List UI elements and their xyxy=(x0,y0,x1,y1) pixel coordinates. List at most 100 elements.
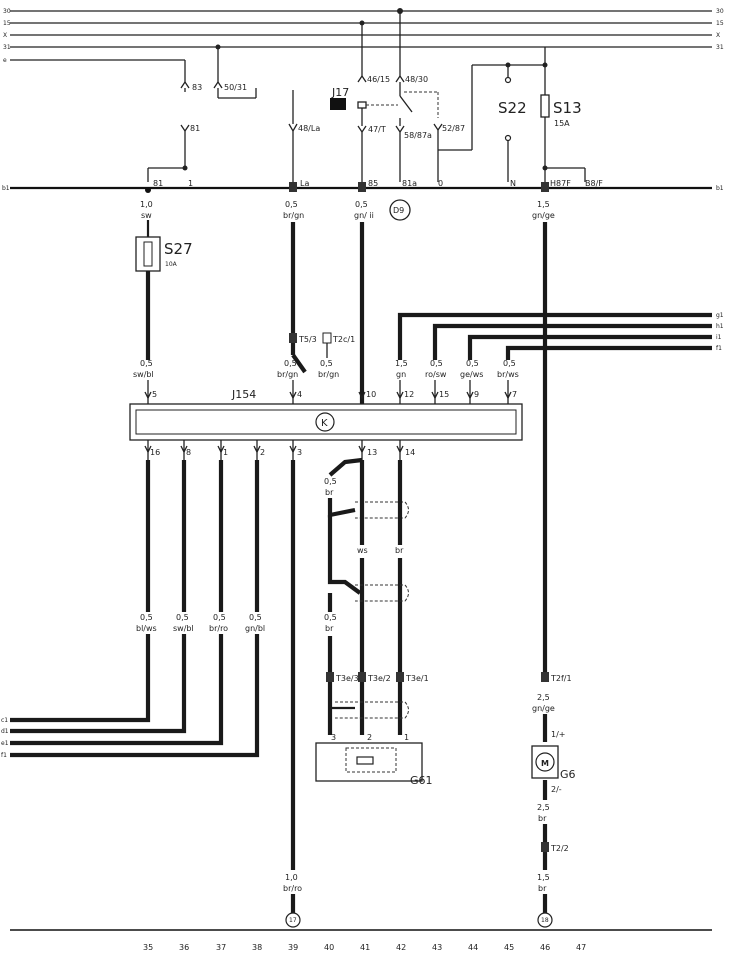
g61-label: G61 xyxy=(410,774,433,787)
wire-color-w7: br/gn xyxy=(318,370,339,379)
wire-color-w4: gn/ge xyxy=(532,211,555,220)
j154-pin-5: 5 xyxy=(152,390,157,399)
wire-color-w6: br/gn xyxy=(277,370,298,379)
bus-pin-81: 81 xyxy=(153,179,163,188)
ref-right-g1: g1 xyxy=(716,312,724,319)
terminal-48-30: 48/30 xyxy=(405,75,428,84)
ref-left-c1: c1 xyxy=(1,717,8,724)
bus-pin-h87f: H87F xyxy=(550,179,571,188)
bus-label-31-left: 31 xyxy=(3,44,11,51)
wire-color-w12: br xyxy=(325,488,334,497)
wire-size-w8: 1,5 xyxy=(395,359,408,368)
bottom-grid: 35 36 37 38 39 40 41 42 43 44 45 46 47 xyxy=(10,929,712,952)
bus-label-31-right: 31 xyxy=(716,44,724,51)
grid-number-40: 40 xyxy=(324,943,334,952)
wire-color-w17: sw/bl xyxy=(173,624,194,633)
terminal-83: 83 xyxy=(192,83,202,92)
wire-size-w21: 2,5 xyxy=(537,803,550,812)
terminal-81: 81 xyxy=(190,124,200,133)
wire-color-w23: br/ro xyxy=(283,884,302,893)
ref-right-i1: i1 xyxy=(716,334,722,341)
grid-number-46: 46 xyxy=(540,943,550,952)
bus-label-b1-left: b1 xyxy=(2,185,10,192)
bus-label-15-left: 15 xyxy=(3,20,11,27)
wire-color-w9: ro/sw xyxy=(425,370,447,379)
j154-pin-14: 14 xyxy=(405,448,415,457)
lower-wires: 0,5 bl/ws 0,5 sw/bl 0,5 br/ro 0,5 gn/bl … xyxy=(1,440,576,928)
j154-pin-9: 9 xyxy=(474,390,479,399)
terminal-58-87a: 58/87a xyxy=(404,131,432,140)
wire-size-w1: 1,0 xyxy=(140,200,153,209)
terminal-46-15: 46/15 xyxy=(367,75,390,84)
wire-color-w19: gn/bl xyxy=(245,624,265,633)
relay-area: 83 50/31 81 48/La J17 46/15 47/T 48/30 xyxy=(147,11,586,182)
connector-t3e-2: T3e/2 xyxy=(367,674,391,683)
g6-pin-plus: 1/+ xyxy=(551,730,566,739)
bus-label-30-right: 30 xyxy=(716,8,724,15)
grid-number-42: 42 xyxy=(396,943,406,952)
bus-label-x-right: X xyxy=(716,32,720,39)
s13-label: S13 xyxy=(553,99,582,117)
wire-color-w11: br/ws xyxy=(497,370,519,379)
g61-sensor-icon xyxy=(315,742,423,782)
terminal-48-la: 48/La xyxy=(298,124,320,133)
upper-wires: 1,0 sw S27 10A 0,5 sw/bl 0,5 br/gn T5/3 … xyxy=(133,200,724,672)
wire-color-w5: sw/bl xyxy=(133,370,154,379)
wire-size-w9: 0,5 xyxy=(430,359,443,368)
wire-size-w23: 1,0 xyxy=(285,873,298,882)
wire-size-w19: 0,5 xyxy=(249,613,262,622)
wire-color-w21: br xyxy=(538,814,547,823)
j154-pin-12: 12 xyxy=(404,390,414,399)
ref-left-d1: d1 xyxy=(1,728,9,735)
wire-size-w22: 1,5 xyxy=(537,873,550,882)
j154-pin-16: 16 xyxy=(150,448,160,457)
grid-number-37: 37 xyxy=(216,943,226,952)
bus-label-b1-right: b1 xyxy=(716,185,724,192)
g61-pin-3: 3 xyxy=(331,733,336,742)
bus-pin-n: N xyxy=(510,179,516,188)
wire-size-w3: 0,5 xyxy=(355,200,368,209)
s22-label: S22 xyxy=(498,99,527,117)
j154-pin-8: 8 xyxy=(186,448,191,457)
grid-number-47: 47 xyxy=(576,943,586,952)
j154-pin-3: 3 xyxy=(297,448,302,457)
ground-bus: b1 b1 81 1 La 85 81a 0 N H87F B8/F D9 xyxy=(2,179,724,221)
grid-number-43: 43 xyxy=(432,943,442,952)
j154-pin-15: 15 xyxy=(439,390,449,399)
s27-label: S27 xyxy=(164,240,193,258)
ground-mark-18 xyxy=(537,912,553,928)
bus-pin-81a: 81a xyxy=(402,179,417,188)
s13-rating: 15A xyxy=(554,119,570,128)
wire-color-w18: br/ro xyxy=(209,624,228,633)
supply-bus: 30 15 X 31 e 30 15 X 31 xyxy=(3,8,724,64)
wire-color-w3: gn/ ii xyxy=(354,211,374,220)
ref-left-f1: f1 xyxy=(1,752,7,759)
connector-t5-3: T5/3 xyxy=(298,335,317,344)
wire-size-w20: 2,5 xyxy=(537,693,550,702)
wire-size-w11: 0,5 xyxy=(503,359,516,368)
j154-pin-2: 2 xyxy=(260,448,265,457)
j154-label: J154 xyxy=(231,388,256,401)
wire-color-w20: gn/ge xyxy=(532,704,555,713)
wire-color-w1: sw xyxy=(141,211,152,220)
j154-pin-4: 4 xyxy=(297,390,302,399)
bus-pin-b8f: B8/F xyxy=(585,179,603,188)
grid-number-45: 45 xyxy=(504,943,514,952)
bus-label-x-left: X xyxy=(3,32,7,39)
terminal-52-87: 52/87 xyxy=(442,124,465,133)
wire-size-w2: 0,5 xyxy=(285,200,298,209)
svg-text:M: M xyxy=(541,759,549,768)
wire-color-w8: gn xyxy=(396,370,406,379)
wire-color-w2: br/gn xyxy=(283,211,304,220)
wire-size-w16: 0,5 xyxy=(140,613,153,622)
bus-pin-0: 0 xyxy=(438,179,443,188)
connector-t2c-1: T2c/1 xyxy=(332,335,355,344)
bus-pin-85: 85 xyxy=(368,179,378,188)
bus-label-30-left: 30 xyxy=(3,8,11,15)
j17-label: J17 xyxy=(331,86,349,99)
connector-t2f-1: T2f/1 xyxy=(550,674,572,683)
terminal-50-31: 50/31 xyxy=(224,83,247,92)
grid-number-44: 44 xyxy=(468,943,478,952)
wire-color-w10: ge/ws xyxy=(460,370,483,379)
j154-control-unit: J154 K 5 4 10 12 15 9 7 16 8 1 2 3 13 14 xyxy=(129,388,523,457)
